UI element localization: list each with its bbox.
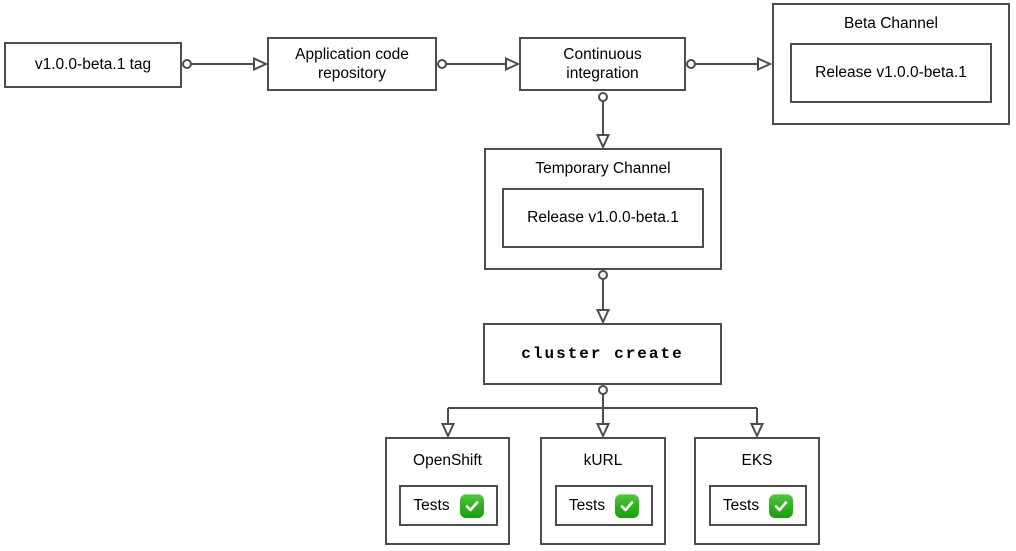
kurl-tests-label: Tests: [568, 496, 606, 514]
eks-tests-label: Tests: [722, 496, 760, 514]
cluster-create-label: cluster create: [521, 345, 684, 363]
check-mark-icon: [769, 493, 794, 518]
node-cluster-create: cluster create: [483, 323, 722, 385]
openshift-title: OpenShift: [413, 452, 482, 469]
beta-channel-release-label: Release v1.0.0-beta.1: [815, 64, 967, 81]
version-tag-label: v1.0.0-beta.1 tag: [34, 56, 152, 74]
connector-ci-to-beta-channel: [686, 56, 773, 72]
node-beta-channel: Beta Channel Release v1.0.0-beta.1: [772, 3, 1010, 125]
node-platform-eks: EKS Tests: [694, 437, 820, 545]
connector-temp-channel-to-cluster-create: [595, 270, 611, 325]
node-app-code-repository: Application code repository: [267, 37, 437, 91]
check-mark-icon: [615, 493, 640, 518]
openshift-tests-label: Tests: [413, 496, 450, 514]
continuous-integration-label: Continuous integration: [563, 45, 642, 82]
node-continuous-integration: Continuous integration: [519, 37, 686, 91]
beta-channel-title: Beta Channel: [844, 15, 938, 32]
node-platform-kurl: kURL Tests: [540, 437, 666, 545]
connector-ci-to-temp-channel: [595, 92, 611, 150]
node-beta-channel-release: Release v1.0.0-beta.1: [790, 43, 992, 103]
app-code-repository-label: Application code repository: [295, 45, 409, 82]
connector-cluster-create-to-platforms: [440, 385, 765, 439]
temporary-channel-release-label: Release v1.0.0-beta.1: [527, 209, 679, 226]
node-platform-openshift: OpenShift Tests: [385, 437, 510, 545]
check-mark-icon: [459, 493, 484, 518]
node-version-tag: v1.0.0-beta.1 tag: [4, 42, 182, 88]
eks-tests-box: Tests: [709, 485, 807, 526]
openshift-tests-box: Tests: [399, 485, 498, 526]
kurl-tests-box: Tests: [555, 485, 653, 526]
kurl-title: kURL: [583, 452, 623, 469]
connector-tag-to-repo: [182, 56, 269, 72]
node-temporary-channel: Temporary Channel Release v1.0.0-beta.1: [484, 148, 722, 270]
node-temporary-channel-release: Release v1.0.0-beta.1: [502, 188, 704, 248]
temporary-channel-title: Temporary Channel: [535, 160, 671, 177]
connector-repo-to-ci: [437, 56, 521, 72]
eks-title: EKS: [741, 452, 773, 469]
